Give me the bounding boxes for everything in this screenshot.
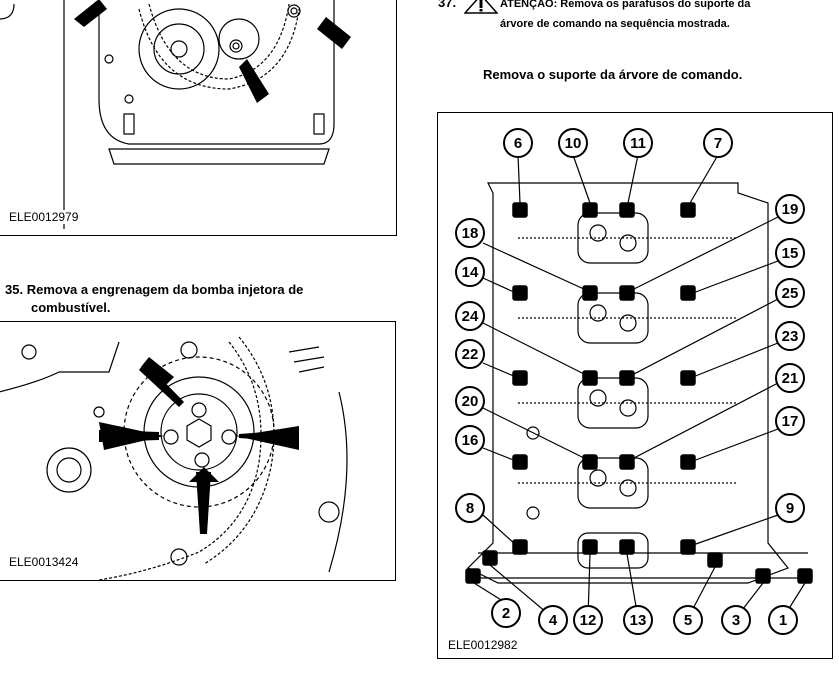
callout-top-4: 7 xyxy=(714,135,722,152)
warning-text-2: árvore de comando na sequência mostrada. xyxy=(500,18,730,30)
callout-left-4: 22 xyxy=(462,346,479,363)
callout-leaders xyxy=(473,154,806,619)
callout-bottom-2: 4 xyxy=(549,612,558,629)
step-text-2: combustível. xyxy=(31,300,111,315)
callout-top-3: 11 xyxy=(630,135,646,152)
callout-bottom-1: 2 xyxy=(502,605,510,622)
callout-bottom-3: 12 xyxy=(580,612,597,629)
callout-left-3: 24 xyxy=(462,308,479,325)
callout-right-2: 15 xyxy=(782,245,799,262)
figure-camshaft-carrier-bolt-sequence: 6 10 11 7 18 14 24 22 20 16 8 19 15 25 2… xyxy=(437,112,833,659)
figure-injection-pump-gear: ELE0013424 xyxy=(0,321,396,581)
step-text: Remova a engrenagem da bomba injetora de xyxy=(26,282,304,297)
callout-right-1: 19 xyxy=(782,201,799,218)
warning-triangle-icon xyxy=(464,0,498,14)
warning-label: ATENÇÃO: xyxy=(500,0,558,10)
instruction-text: Remova o suporte da árvore de comando. xyxy=(483,67,743,82)
step-number: 35. xyxy=(5,282,24,297)
callout-right-5: 21 xyxy=(782,370,799,387)
warning-text: Remova os parafusos do suporte da xyxy=(560,0,751,10)
timing-chain-illustration xyxy=(0,0,351,229)
callout-bottom-5: 5 xyxy=(684,612,692,629)
figure-code: ELE0013424 xyxy=(7,555,81,569)
step-number: 37. xyxy=(438,0,457,10)
callout-left-7: 8 xyxy=(466,500,474,517)
callout-circles xyxy=(455,128,805,635)
camshaft-carrier-illustration: 6 10 11 7 18 14 24 22 20 16 8 19 15 25 2… xyxy=(455,128,813,635)
figure-timing-chain-top: ELE0012979 xyxy=(0,0,397,236)
figure-code: ELE0012982 xyxy=(446,638,520,652)
callout-bottom-6: 3 xyxy=(732,612,740,629)
callout-top-2: 10 xyxy=(565,135,582,152)
arrow-icons xyxy=(74,0,351,103)
bolt-icons xyxy=(465,202,813,584)
step-35: 35. Remova a engrenagem da bomba injetor… xyxy=(5,281,365,317)
callout-left-1: 18 xyxy=(462,225,479,242)
figure-code: ELE0012979 xyxy=(7,210,81,224)
callout-left-2: 14 xyxy=(462,264,479,281)
callout-bottom-7: 1 xyxy=(779,612,787,629)
callout-top-1: 6 xyxy=(514,135,522,152)
callout-left-5: 20 xyxy=(462,393,479,410)
callout-right-3: 25 xyxy=(782,285,799,302)
callout-right-7: 9 xyxy=(786,500,794,517)
callout-bottom-4: 13 xyxy=(630,612,647,629)
arrow-icons xyxy=(99,357,299,534)
callout-right-4: 23 xyxy=(782,328,799,345)
callout-left-6: 16 xyxy=(462,432,479,449)
pump-gear-illustration xyxy=(0,336,348,580)
callout-right-6: 17 xyxy=(782,413,799,430)
